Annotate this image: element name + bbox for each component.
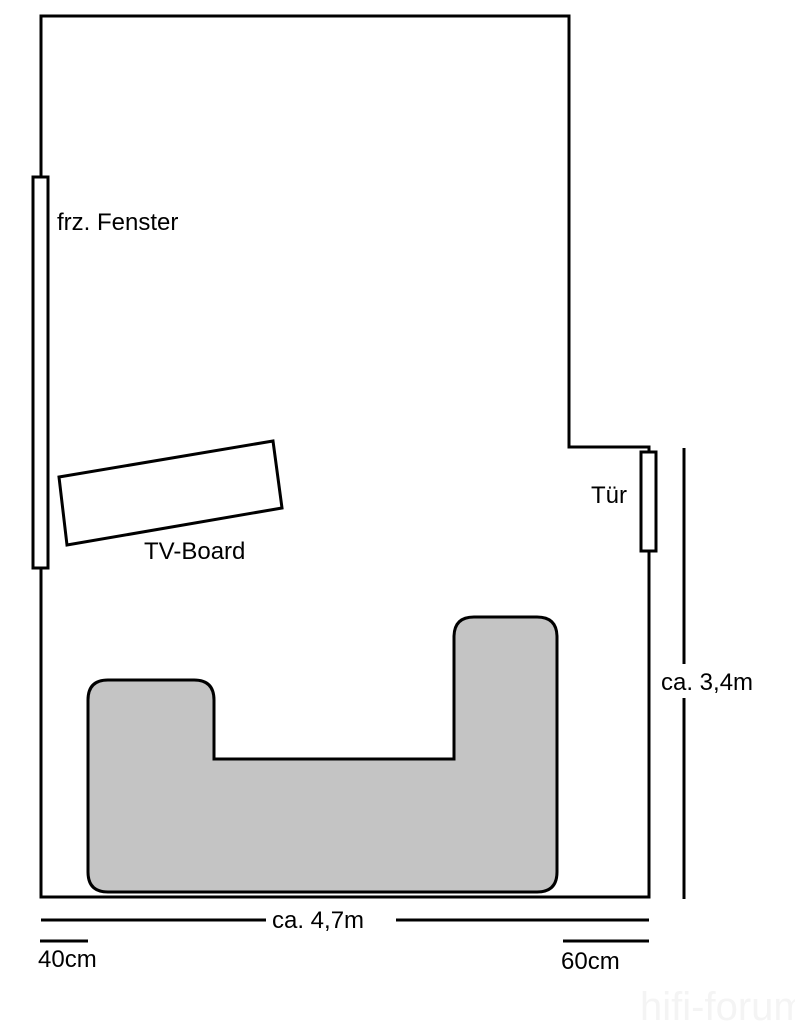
window-label: frz. Fenster — [57, 209, 178, 236]
door-label: Tür — [591, 482, 627, 509]
left-offset-label: 40cm — [38, 946, 97, 973]
room-outline — [39, 14, 651, 899]
right-offset-label: 60cm — [561, 948, 620, 975]
tv-board-label: TV-Board — [144, 538, 245, 565]
height-dimension-label: ca. 3,4m — [661, 669, 753, 696]
door — [639, 450, 658, 553]
tv-board — [57, 439, 284, 547]
width-dimension-label: ca. 4,7m — [272, 907, 364, 934]
watermark: hifi-forum.de — [640, 985, 795, 1025]
sofa — [86, 615, 559, 894]
window — [31, 175, 50, 570]
